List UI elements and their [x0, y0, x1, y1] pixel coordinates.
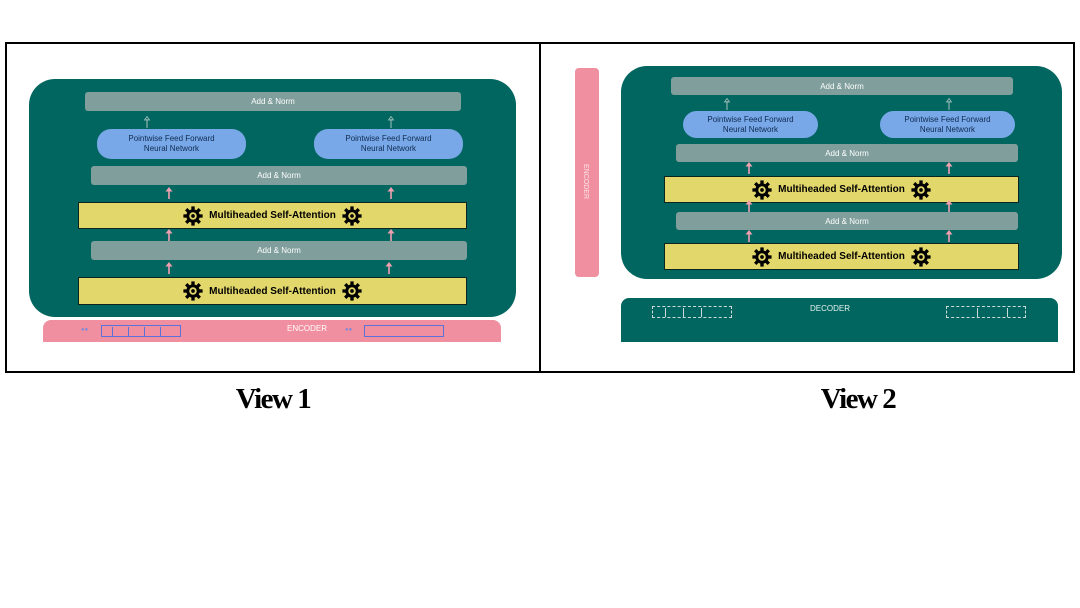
add-norm-label: Add & Norm — [820, 81, 864, 91]
token-divider — [128, 327, 129, 336]
arrow-icon — [164, 229, 174, 241]
small-arrow-icon: ●● — [81, 327, 89, 333]
add-norm-label: Add & Norm — [825, 216, 869, 226]
gear-icon — [342, 205, 362, 226]
view-divider — [539, 42, 541, 373]
view1-add-norm-mid: Add & Norm — [91, 166, 467, 185]
ffn-label-line1: Pointwise Feed Forward — [345, 134, 432, 143]
view2-side-encoder: ENCODER — [575, 68, 599, 277]
attention-label: Multiheaded Self-Attention — [778, 251, 905, 262]
view2-ffn-left: Pointwise Feed Forward Neural Network — [683, 111, 818, 138]
token-divider — [112, 327, 113, 336]
token-sequence — [364, 325, 444, 337]
view1-ffn-left: Pointwise Feed Forward Neural Network — [97, 129, 246, 159]
arrow-icon — [944, 162, 954, 174]
attention-label: Multiheaded Self-Attention — [209, 210, 336, 221]
arrow-icon — [164, 187, 174, 199]
arrow-icon — [724, 98, 730, 110]
view1-encoder-bar: ENCODER ●● ●● — [43, 320, 501, 342]
view2-attention-top: Multiheaded Self-Attention — [664, 176, 1019, 203]
attention-label: Multiheaded Self-Attention — [209, 285, 336, 297]
token-divider — [160, 327, 161, 336]
view1-add-norm-low: Add & Norm — [91, 241, 467, 260]
gear-icon — [911, 246, 931, 267]
view2-decoder-bar: DECODER — [621, 298, 1058, 342]
add-norm-label: Add & Norm — [251, 97, 295, 106]
ffn-label-line1: Pointwise Feed Forward — [128, 134, 215, 143]
arrow-icon — [744, 230, 754, 242]
token-sequence — [101, 325, 181, 337]
arrow-icon — [946, 98, 952, 110]
token-divider — [665, 308, 666, 317]
view1-add-norm-top: Add & Norm — [85, 92, 461, 111]
ffn-label-line2: Neural Network — [722, 124, 779, 134]
small-arrow-icon: ●● — [345, 327, 353, 333]
view2-add-norm-mid: Add & Norm — [676, 144, 1018, 162]
view1-attention-top: Multiheaded Self-Attention — [78, 202, 467, 229]
arrow-icon — [164, 262, 174, 274]
arrow-icon — [944, 230, 954, 242]
ffn-label-line1: Pointwise Feed Forward — [904, 114, 991, 124]
view2-ffn-right: Pointwise Feed Forward Neural Network — [880, 111, 1015, 138]
gear-icon — [752, 179, 772, 200]
ffn-label-line2: Neural Network — [143, 144, 200, 153]
arrow-icon — [386, 187, 396, 199]
gear-icon — [342, 281, 362, 301]
arrow-icon — [384, 262, 394, 274]
add-norm-label: Add & Norm — [825, 148, 869, 158]
ffn-label-line2: Neural Network — [360, 144, 417, 153]
view1-attention-bottom: Multiheaded Self-Attention — [78, 277, 467, 305]
gear-icon — [752, 246, 772, 267]
token-divider — [144, 327, 145, 336]
gear-icon — [911, 179, 931, 200]
arrow-icon — [744, 200, 754, 212]
gear-icon — [183, 205, 203, 226]
arrow-icon — [144, 116, 150, 128]
arrow-icon — [388, 116, 394, 128]
token-divider — [977, 308, 978, 317]
view1-ffn-right: Pointwise Feed Forward Neural Network — [314, 129, 463, 159]
decoder-label: DECODER — [810, 304, 851, 313]
ffn-label-line2: Neural Network — [919, 124, 976, 134]
token-divider — [701, 308, 702, 317]
ffn-label-line1: Pointwise Feed Forward — [707, 114, 794, 124]
view2-add-norm-top: Add & Norm — [671, 77, 1013, 95]
view2-add-norm-low: Add & Norm — [676, 212, 1018, 230]
add-norm-label: Add & Norm — [257, 246, 301, 255]
view1-caption: View 1 — [235, 383, 312, 415]
view2-attention-bottom: Multiheaded Self-Attention — [664, 243, 1019, 270]
side-encoder-label: ENCODER — [582, 163, 590, 200]
gear-icon — [183, 281, 203, 301]
encoder-label: ENCODER — [287, 324, 328, 333]
add-norm-label: Add & Norm — [257, 171, 301, 180]
token-sequence — [946, 306, 1026, 318]
arrow-icon — [386, 229, 396, 241]
token-divider — [683, 308, 684, 317]
view2-caption: View 2 — [820, 383, 897, 415]
token-divider — [1007, 308, 1008, 317]
arrow-icon — [944, 200, 954, 212]
attention-label: Multiheaded Self-Attention — [778, 184, 905, 195]
arrow-icon — [744, 162, 754, 174]
token-sequence — [652, 306, 732, 318]
